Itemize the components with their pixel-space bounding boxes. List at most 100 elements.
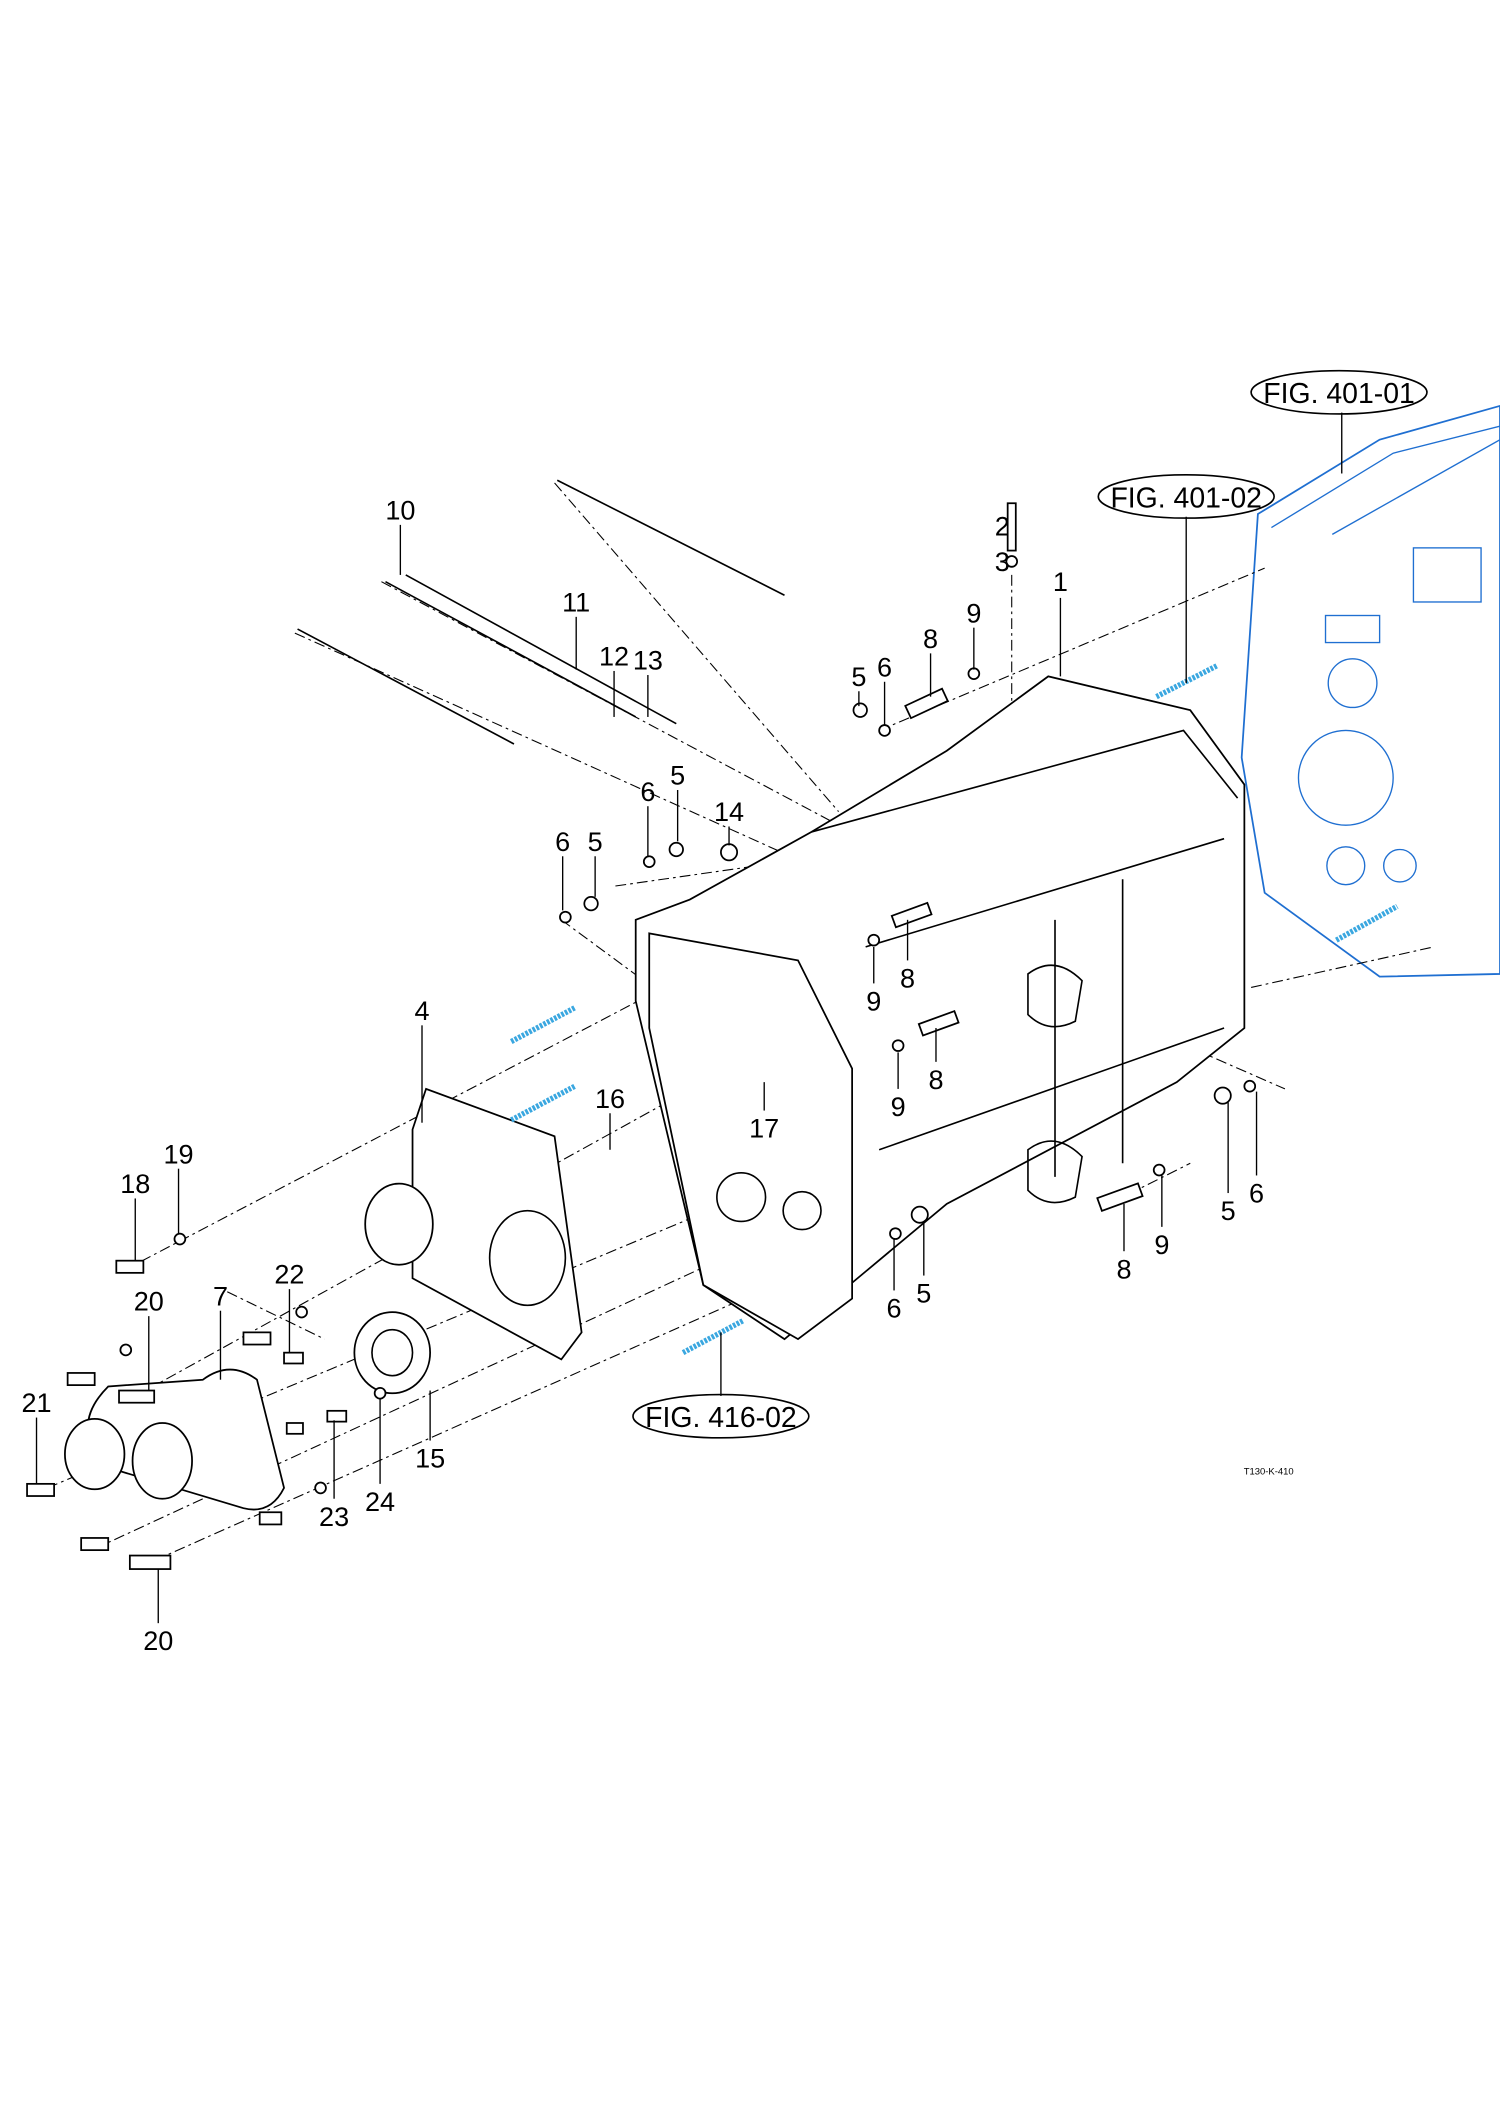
bolt (128, 1554, 172, 1570)
callout: 12 (599, 642, 629, 672)
nut-or-washer (720, 843, 739, 862)
assembly-line (294, 632, 812, 867)
bolt (890, 901, 933, 929)
nut-or-washer (891, 1039, 905, 1052)
fig-ref-416-02[interactable]: FIG. 416-02 (632, 1393, 810, 1439)
callout: 21 (21, 1388, 51, 1418)
fasteners (26, 502, 1257, 1570)
nut-or-washer (642, 855, 656, 868)
callout: 8 (928, 1065, 943, 1095)
callout: 15 (415, 1444, 445, 1474)
drawing-code: T130-K-410 (1244, 1466, 1294, 1477)
callout: 20 (143, 1626, 173, 1656)
callout: 2 (995, 512, 1010, 542)
stud (681, 1317, 746, 1356)
fig-ref-label: FIG. 401-01 (1263, 378, 1415, 410)
nut-or-washer (889, 1227, 902, 1240)
bolt (118, 1389, 156, 1404)
stud (1155, 663, 1219, 700)
callout: 17 (749, 1114, 779, 1144)
reference-housing-fig-401-01 (1240, 404, 1500, 978)
callout: 23 (319, 1502, 349, 1532)
callout: 6 (555, 827, 570, 857)
callout: 19 (163, 1139, 193, 1169)
callout: 18 (120, 1169, 150, 1199)
nut-or-washer (1005, 555, 1019, 568)
callout: 7 (213, 1281, 228, 1311)
callout: 9 (891, 1092, 906, 1122)
bolt (242, 1331, 272, 1346)
callout: 8 (900, 963, 915, 993)
callout: 5 (916, 1279, 931, 1309)
callout: 16 (595, 1084, 625, 1114)
nut-or-washer (314, 1481, 327, 1495)
fig-ref-label: FIG. 401-02 (1110, 482, 1262, 514)
bolt (917, 1009, 960, 1037)
callout: 1 (1053, 567, 1068, 597)
stud (510, 1083, 577, 1123)
nut-or-washer (559, 910, 572, 924)
callout: 11 (562, 587, 590, 617)
transmission-housing (634, 675, 1246, 1341)
bearing-holder-15 (353, 1311, 431, 1395)
shift-rods (297, 479, 785, 745)
callout: 22 (274, 1260, 304, 1290)
fig-ref-401-02[interactable]: FIG. 401-02 (1097, 474, 1275, 519)
bolt (1096, 1182, 1144, 1212)
callout: 6 (1249, 1179, 1264, 1209)
callout: 10 (385, 495, 415, 525)
callout: 9 (966, 598, 981, 628)
callout: 5 (1221, 1196, 1236, 1226)
cover-plate-4 (364, 1087, 583, 1361)
bolt (326, 1409, 348, 1423)
nut-or-washer (867, 933, 881, 947)
leader-lines (35, 412, 1343, 1624)
nut-or-washer (910, 1205, 929, 1224)
bolt (115, 1259, 145, 1274)
nut-or-washer (373, 1386, 387, 1400)
callout: 20 (134, 1287, 164, 1317)
callout: 9 (1154, 1230, 1169, 1260)
assembly-line (226, 1291, 325, 1340)
callout: 4 (414, 996, 429, 1026)
callout: 8 (923, 624, 938, 654)
stud (510, 1005, 577, 1044)
assembly-line (554, 482, 840, 812)
nut-or-washer (583, 895, 599, 912)
nut-or-washer (173, 1232, 187, 1246)
assembly-line (1176, 1041, 1286, 1090)
callout: 6 (887, 1293, 902, 1323)
bolt (258, 1511, 283, 1526)
callout: 5 (588, 827, 603, 857)
bolt (904, 687, 949, 720)
stud (1335, 903, 1399, 943)
assembly-line (1251, 946, 1434, 988)
callout: 9 (866, 986, 881, 1016)
callout: 13 (633, 646, 663, 676)
assembly-line (615, 865, 758, 887)
fig-ref-401-01[interactable]: FIG. 401-01 (1250, 369, 1428, 415)
callout: 6 (877, 652, 892, 682)
nut-or-washer (295, 1305, 308, 1319)
nut-or-washer (852, 702, 868, 718)
nut-or-washer (878, 724, 891, 737)
callout: 3 (995, 547, 1010, 577)
bolt (1006, 502, 1017, 552)
callout: 6 (640, 777, 655, 807)
nut-or-washer (1213, 1086, 1232, 1105)
callout: 14 (714, 797, 744, 827)
callout: 8 (1116, 1254, 1131, 1284)
callout: 24 (365, 1487, 395, 1517)
nut-or-washer (1152, 1163, 1166, 1177)
bolt (285, 1422, 304, 1435)
fig-ref-label: FIG. 416-02 (645, 1402, 797, 1434)
bolt (283, 1351, 304, 1365)
cover-7 (64, 1368, 285, 1511)
assembly-line (121, 973, 691, 1272)
nut-or-washer (668, 841, 684, 858)
callout: 5 (851, 662, 866, 692)
nut-or-washer (967, 667, 981, 680)
nut-or-washer (119, 1343, 133, 1357)
